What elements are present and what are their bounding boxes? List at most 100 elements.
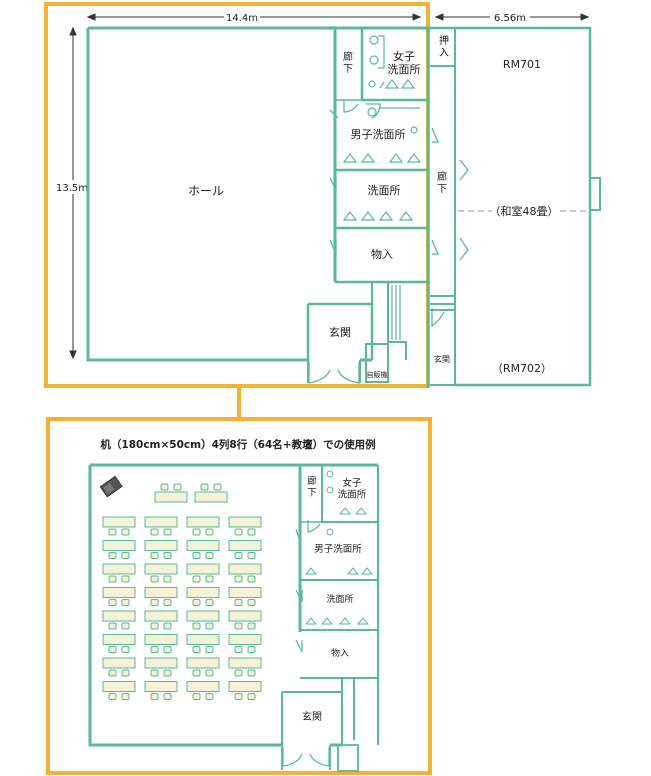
chair: [108, 575, 117, 583]
chair: [173, 483, 182, 491]
chair: [150, 552, 159, 559]
chair: [121, 552, 130, 559]
chair: [163, 669, 172, 677]
washroom-label: 洗面所: [368, 184, 401, 197]
desk: [186, 563, 220, 583]
top-walls: [86, 26, 601, 388]
dim-height: 13.5m: [56, 183, 88, 194]
chair: [247, 528, 256, 536]
desk: [144, 587, 178, 606]
chair: [163, 528, 172, 536]
chair: [121, 669, 130, 677]
bottom-door-swings: [282, 520, 330, 767]
chair: [205, 528, 214, 536]
chair: [108, 552, 117, 559]
bottom-fixtures: [304, 470, 374, 625]
chair: [150, 528, 159, 536]
usage-example-title: 机（180cm×50cm）4列8行（64名+教壇）での使用例: [100, 438, 375, 451]
chair: [192, 528, 201, 536]
desk: [228, 634, 262, 653]
chair: [150, 622, 159, 630]
desk: [228, 681, 262, 700]
desk: [228, 657, 262, 677]
desk: [102, 610, 136, 630]
desk: [144, 563, 178, 583]
desk: [186, 610, 220, 630]
chair: [247, 693, 256, 700]
chair: [192, 669, 201, 677]
desk: [228, 563, 262, 583]
mens-washroom-label: 男子洗面所: [351, 128, 406, 141]
desk: [144, 610, 178, 630]
bottom-corridor-label: 廊下: [307, 475, 317, 498]
chair: [163, 646, 172, 653]
desk: [144, 540, 178, 559]
chair: [234, 693, 243, 700]
chair: [121, 622, 130, 630]
chair: [205, 622, 214, 630]
chair: [163, 552, 172, 559]
chair: [234, 646, 243, 653]
desk: [144, 657, 178, 677]
desk: [228, 516, 262, 536]
japanese-room-label: （和室48畳）: [490, 204, 559, 218]
chair: [247, 599, 256, 606]
desk: [102, 681, 136, 700]
chair: [108, 693, 117, 700]
chair: [150, 669, 159, 677]
chair: [205, 575, 214, 583]
chair: [108, 528, 117, 536]
chair: [150, 575, 159, 583]
chair: [163, 622, 172, 630]
desk: [186, 516, 220, 536]
chair: [121, 599, 130, 606]
dim-width-rm: 6.56m: [494, 13, 526, 24]
chair: [205, 646, 214, 653]
desk: [144, 516, 178, 536]
lectern: [99, 475, 123, 498]
desk: [102, 540, 136, 559]
desk: [102, 634, 136, 653]
chair: [247, 575, 256, 583]
chair: [192, 693, 201, 700]
chair: [234, 528, 243, 536]
chair: [192, 622, 201, 630]
desk: [186, 634, 220, 653]
chair: [213, 483, 222, 491]
top-fixtures: [342, 35, 422, 221]
chair: [150, 599, 159, 606]
chair: [247, 552, 256, 559]
desk: [144, 634, 178, 653]
chair: [163, 693, 172, 700]
chair: [192, 552, 201, 559]
chair: [150, 693, 159, 700]
chair: [205, 599, 214, 606]
desk: [102, 587, 136, 606]
desk: [102, 657, 136, 677]
chair: [108, 622, 117, 630]
desk: [102, 516, 136, 536]
chair: [108, 599, 117, 606]
desk: [144, 681, 178, 700]
chair: [121, 575, 130, 583]
chair: [192, 646, 201, 653]
desk-grid: [102, 516, 262, 700]
chair: [192, 575, 201, 583]
vending-label: 自販機: [367, 370, 388, 379]
chair: [121, 693, 130, 700]
desk: [228, 610, 262, 630]
bottom-womens-label: 女子洗面所: [338, 477, 367, 500]
chair: [108, 646, 117, 653]
chair: [234, 552, 243, 559]
rm701-label: RM701: [503, 58, 541, 71]
desk: [186, 587, 220, 606]
corridor2-label: 廊下: [437, 170, 447, 195]
desk: [228, 540, 262, 559]
chair: [205, 693, 214, 700]
door-swings: [308, 100, 469, 384]
chair: [234, 622, 243, 630]
chair: [234, 599, 243, 606]
chair: [192, 599, 201, 606]
chair: [108, 669, 117, 677]
